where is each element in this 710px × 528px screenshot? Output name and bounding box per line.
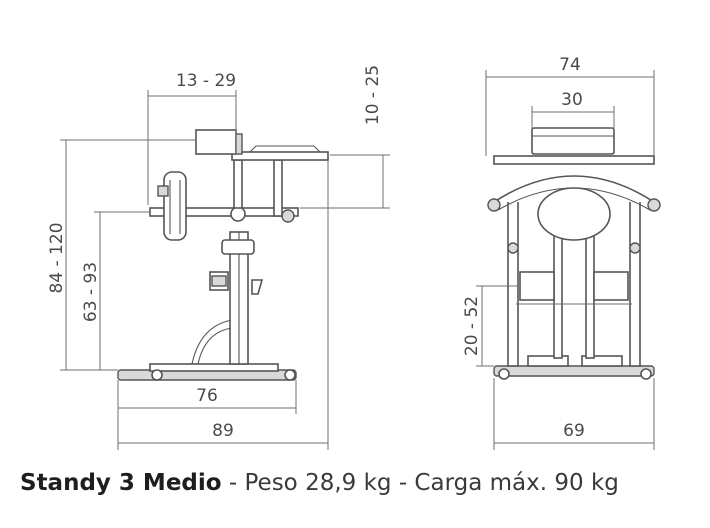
front-foot-right xyxy=(581,355,623,367)
front-base xyxy=(493,365,655,377)
front-knee-height-label: 20 - 52 xyxy=(462,296,482,356)
side-view xyxy=(117,129,329,381)
side-hip-clamp xyxy=(157,185,169,197)
front-base-width-label: 69 xyxy=(563,421,585,441)
side-base-width-label: 76 xyxy=(196,386,218,406)
front-column-left xyxy=(553,225,563,359)
side-post-left xyxy=(233,159,243,209)
side-brace-inner xyxy=(197,327,233,365)
side-arm-pivot xyxy=(230,206,246,222)
side-arm-height-label: 63 - 93 xyxy=(81,262,101,322)
front-wheel-left xyxy=(498,368,510,380)
front-upright-right xyxy=(629,195,641,367)
side-post-right xyxy=(273,159,283,217)
side-total-width-label: 89 xyxy=(212,421,234,441)
front-table xyxy=(493,155,655,165)
front-wheel-right xyxy=(640,368,652,380)
front-hip-knob-right xyxy=(647,198,661,212)
side-knob-box-inner xyxy=(211,275,227,287)
front-dimensions: 74 30 20 - 52 69 xyxy=(462,55,655,450)
front-view xyxy=(487,127,661,380)
front-upright-left xyxy=(507,195,519,367)
side-brace xyxy=(191,319,233,365)
front-total-width-label: 74 xyxy=(559,55,581,75)
front-knob-left xyxy=(507,242,519,254)
side-top-height-label: 10 - 25 xyxy=(363,65,383,125)
front-knob-right xyxy=(629,242,641,254)
side-column-clamp xyxy=(221,239,255,255)
side-hip-pad xyxy=(163,171,187,241)
side-table xyxy=(231,151,329,161)
side-lever xyxy=(251,279,264,295)
front-chest-pad xyxy=(531,127,615,155)
side-chest-pad xyxy=(195,129,237,155)
model-name: Standy 3 Medio xyxy=(20,470,222,496)
side-dimensions: 13 - 29 10 - 25 84 - 120 63 - 93 76 89 xyxy=(47,65,390,450)
product-caption: Standy 3 Medio - Peso 28,9 kg - Carga má… xyxy=(20,470,700,506)
side-arm-knob xyxy=(281,209,295,223)
model-details: - Peso 28,9 kg - Carga máx. 90 kg xyxy=(221,470,619,496)
front-hip-knob-left xyxy=(487,198,501,212)
side-table-tray xyxy=(249,145,321,153)
front-knee-pad-left xyxy=(519,271,555,301)
side-top-width-label: 13 - 29 xyxy=(176,71,236,91)
side-wheel-right xyxy=(284,369,296,381)
side-base-top xyxy=(149,363,279,372)
front-hip-pad xyxy=(537,187,611,241)
technical-drawing: 13 - 29 10 - 25 84 - 120 63 - 93 76 89 xyxy=(47,55,661,450)
front-knee-pad-right xyxy=(593,271,629,301)
side-chest-bracket xyxy=(235,133,243,155)
side-wheel-left xyxy=(151,369,163,381)
front-column-right xyxy=(585,225,595,359)
front-foot-left xyxy=(527,355,569,367)
side-total-height-label: 84 - 120 xyxy=(47,222,67,293)
front-top-width-label: 30 xyxy=(561,90,583,110)
